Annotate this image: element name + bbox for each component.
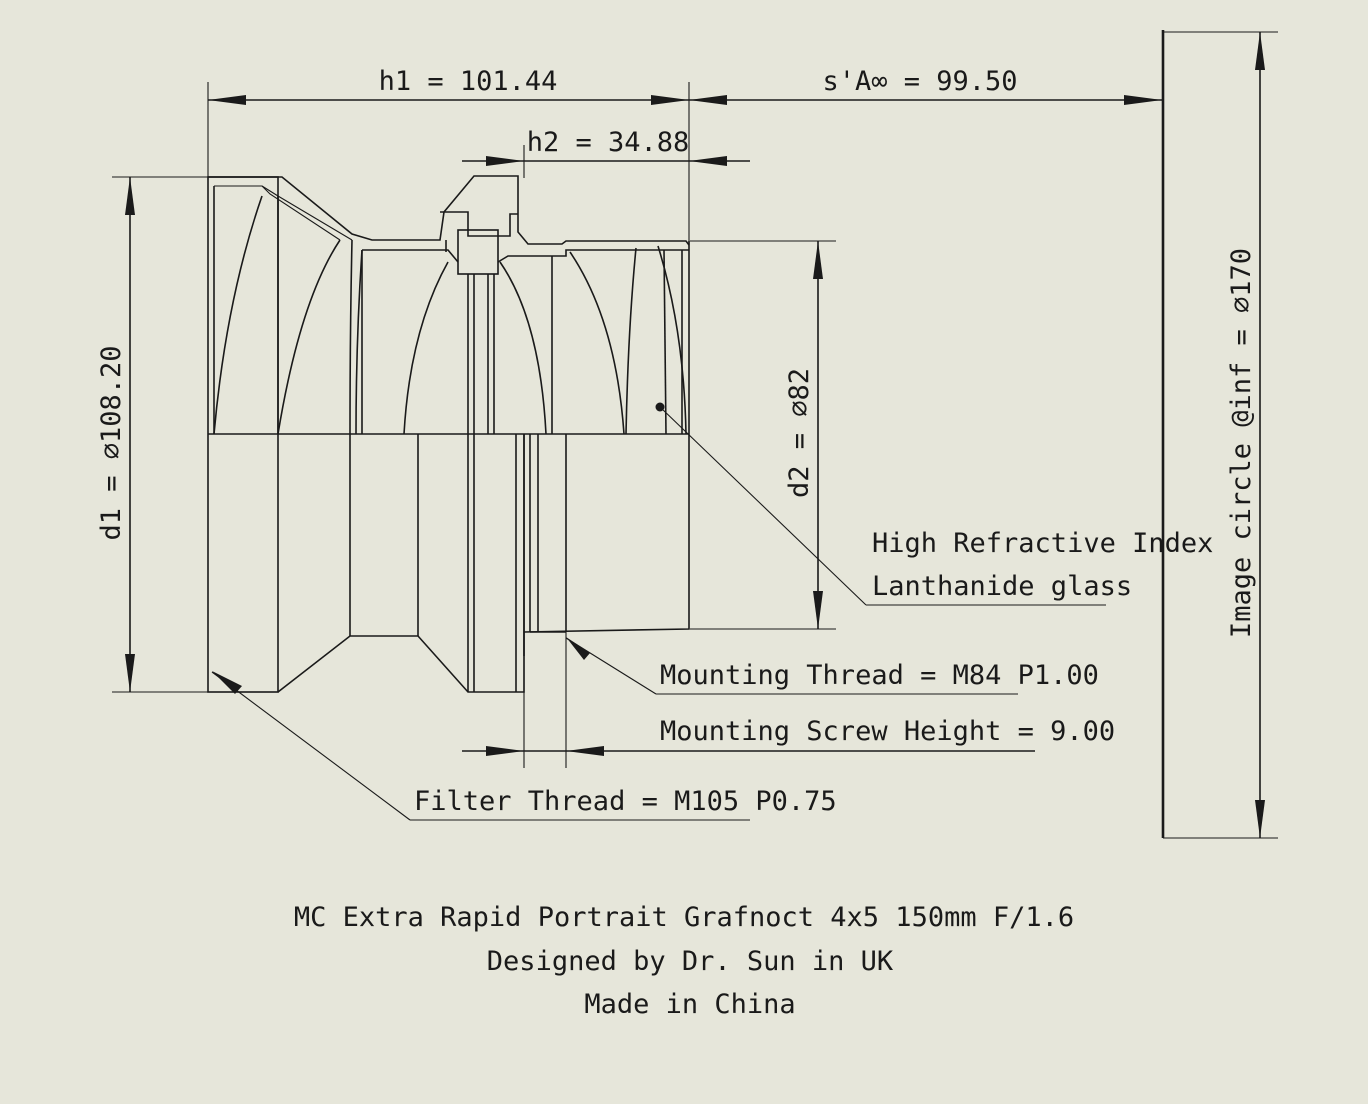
annotation-notes: High Refractive Index Lanthanide glass M… [414, 528, 1213, 817]
note-mounting-screw-height: Mounting Screw Height = 9.00 [660, 716, 1115, 747]
title-block: MC Extra Rapid Portrait Grafnoct 4x5 150… [294, 902, 1074, 1020]
leader-lines [211, 402, 1106, 821]
note-glass-line2: Lanthanide glass [872, 571, 1132, 602]
dim-h1: h1 = 101.44 [379, 66, 558, 97]
dim-h2: h2 = 34.88 [527, 127, 690, 158]
title-line2: Designed by Dr. Sun in UK [487, 946, 894, 977]
dim-back-focus: s'A∞ = 99.50 [822, 66, 1017, 97]
dim-d2: d2 = ∅82 [784, 368, 815, 498]
dim-image-circle: Image circle @inf = ∅170 [1226, 248, 1257, 638]
dimension-lines [112, 30, 1278, 839]
note-mounting-thread: Mounting Thread = M84 P1.00 [660, 660, 1099, 691]
title-line1: MC Extra Rapid Portrait Grafnoct 4x5 150… [294, 902, 1074, 933]
dim-d1: d1 = ∅108.20 [96, 345, 127, 540]
lens-body [207, 175, 690, 693]
dimension-text: h1 = 101.44 s'A∞ = 99.50 h2 = 34.88 d1 =… [96, 66, 1257, 638]
note-glass-line1: High Refractive Index [872, 528, 1213, 559]
title-line3: Made in China [584, 989, 795, 1020]
note-filter-thread: Filter Thread = M105 P0.75 [414, 786, 837, 817]
